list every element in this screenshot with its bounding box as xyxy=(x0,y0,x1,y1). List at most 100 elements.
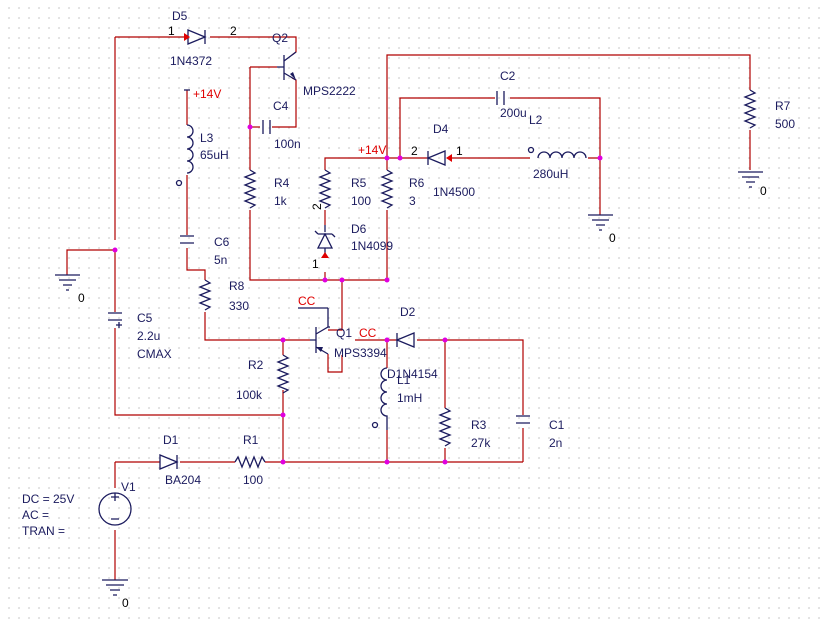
ground-v1: 0 xyxy=(102,579,129,610)
ground-label: 0 xyxy=(760,184,767,198)
wire xyxy=(399,97,495,158)
ground-l2: 0 xyxy=(588,214,616,245)
capacitor-c2[interactable]: C2 200u xyxy=(496,69,527,120)
component-ref: D2 xyxy=(400,305,416,319)
component-value: 2n xyxy=(549,436,562,450)
junction-dot xyxy=(280,459,286,465)
diode-d4[interactable]: D4 1N4500 1 2 xyxy=(411,122,475,199)
voltage-source-v1[interactable]: V1 DC = 25V AC = TRAN = xyxy=(22,480,136,538)
resistor-r5[interactable]: R5 100 xyxy=(318,169,371,209)
inductor-l2[interactable]: L2 280uH xyxy=(527,113,587,181)
resistor-r7[interactable]: R7 500 xyxy=(743,89,795,131)
inductor-icon xyxy=(186,124,194,174)
resistor-icon xyxy=(438,407,452,447)
resistor-r6[interactable]: R6 3 xyxy=(380,169,425,209)
junction-dot xyxy=(322,277,328,283)
ground-icon xyxy=(738,171,763,188)
component-ref: L1 xyxy=(397,373,411,387)
diode-icon xyxy=(159,454,179,470)
net-label: CC xyxy=(359,326,377,340)
component-ref: R6 xyxy=(409,176,425,190)
zener-diode-icon xyxy=(314,225,336,258)
inductor-icon xyxy=(380,367,388,430)
resistor-r8[interactable]: R8 330 xyxy=(198,279,249,313)
ground-label: 0 xyxy=(609,231,616,245)
component-ref: R5 xyxy=(351,176,367,190)
diode-d1[interactable]: D1 BA204 xyxy=(159,433,201,487)
wire xyxy=(328,280,343,331)
zener-diode-d6[interactable]: D6 1N4099 1 2 xyxy=(310,203,393,271)
resistor-icon xyxy=(318,169,332,209)
wire xyxy=(327,354,343,373)
component-ref: C6 xyxy=(214,235,230,249)
component-value: 100n xyxy=(274,137,301,151)
diode-icon xyxy=(395,332,415,348)
net-label: CC xyxy=(298,294,316,308)
capacitor-c5[interactable]: C5 2.2u CMAX xyxy=(108,311,172,361)
resistor-icon xyxy=(198,279,212,311)
net-cc-d2: CC xyxy=(359,326,377,340)
component-value: 500 xyxy=(775,117,795,131)
npn-transistor-icon xyxy=(277,51,297,81)
junction-dot xyxy=(442,337,448,343)
pin-marker-icon xyxy=(446,154,452,162)
component-value: 100 xyxy=(351,194,371,208)
component-value: 1N4099 xyxy=(351,239,393,253)
component-value: 1N4372 xyxy=(170,54,212,68)
component-value: 100 xyxy=(243,473,263,487)
component-value: 100k xyxy=(236,388,263,402)
component-ref: C1 xyxy=(549,418,565,432)
capacitor-c6[interactable]: C6 5n xyxy=(180,235,230,267)
resistor-r2[interactable]: R2 100k xyxy=(236,354,290,402)
diode-d2[interactable]: D2 D1N4154 xyxy=(387,305,438,381)
resistor-r4[interactable]: R4 1k xyxy=(243,169,290,209)
wire xyxy=(510,97,601,158)
component-value: 65uH xyxy=(200,148,229,162)
pin-marker-icon xyxy=(321,252,329,258)
junction-dot xyxy=(442,459,448,465)
power-net-14v-rail: +14V xyxy=(358,143,386,157)
arrow-icon xyxy=(290,72,296,80)
ground-left: 0 xyxy=(55,274,85,305)
component-value: 27k xyxy=(471,436,491,450)
ground-icon xyxy=(588,214,613,231)
component-value: 3 xyxy=(409,194,416,208)
inductor-l1[interactable]: L1 1mH xyxy=(371,367,423,430)
component-value: MPS2222 xyxy=(303,84,356,98)
resistor-icon xyxy=(380,169,394,209)
junction-dot xyxy=(384,337,390,343)
component-value: BA204 xyxy=(165,473,201,487)
wire xyxy=(66,249,115,275)
component-ref: R8 xyxy=(229,279,245,293)
transistor-q2[interactable]: Q2 MPS2222 xyxy=(272,31,356,98)
component-value: 2.2u xyxy=(137,329,160,343)
resistor-r1[interactable]: R1 100 xyxy=(234,433,266,487)
polarity-dot-icon xyxy=(527,146,535,154)
component-model: CMAX xyxy=(137,347,172,361)
component-value: MPS3394 xyxy=(334,346,387,360)
component-ref: R2 xyxy=(248,358,264,372)
pin-marker-icon xyxy=(184,33,190,41)
diode-d5[interactable]: D5 1N4372 1 2 xyxy=(168,9,237,68)
pin-number: 1 xyxy=(168,24,175,38)
ground-icon xyxy=(55,274,80,291)
net-label: +14V xyxy=(193,87,221,101)
polarity-dot-icon xyxy=(175,179,183,187)
wire xyxy=(186,248,206,280)
inductor-l3[interactable]: L3 65uH xyxy=(175,124,229,187)
capacitor-c4[interactable]: C4 100n xyxy=(262,99,301,151)
transistor-q1[interactable]: Q1 MPS3394 xyxy=(310,308,387,360)
junction-dot xyxy=(397,155,403,161)
component-ref: V1 xyxy=(121,480,136,494)
junction-dot xyxy=(339,277,345,283)
diode-icon xyxy=(187,29,207,45)
capacitor-c1[interactable]: C1 2n xyxy=(516,415,565,450)
junction-dot xyxy=(597,155,603,161)
component-ref: C4 xyxy=(273,99,289,113)
junction-dot xyxy=(280,337,286,343)
diode-icon xyxy=(426,150,446,166)
component-ref: D6 xyxy=(351,222,367,236)
resistor-r3[interactable]: R3 27k xyxy=(438,407,491,450)
